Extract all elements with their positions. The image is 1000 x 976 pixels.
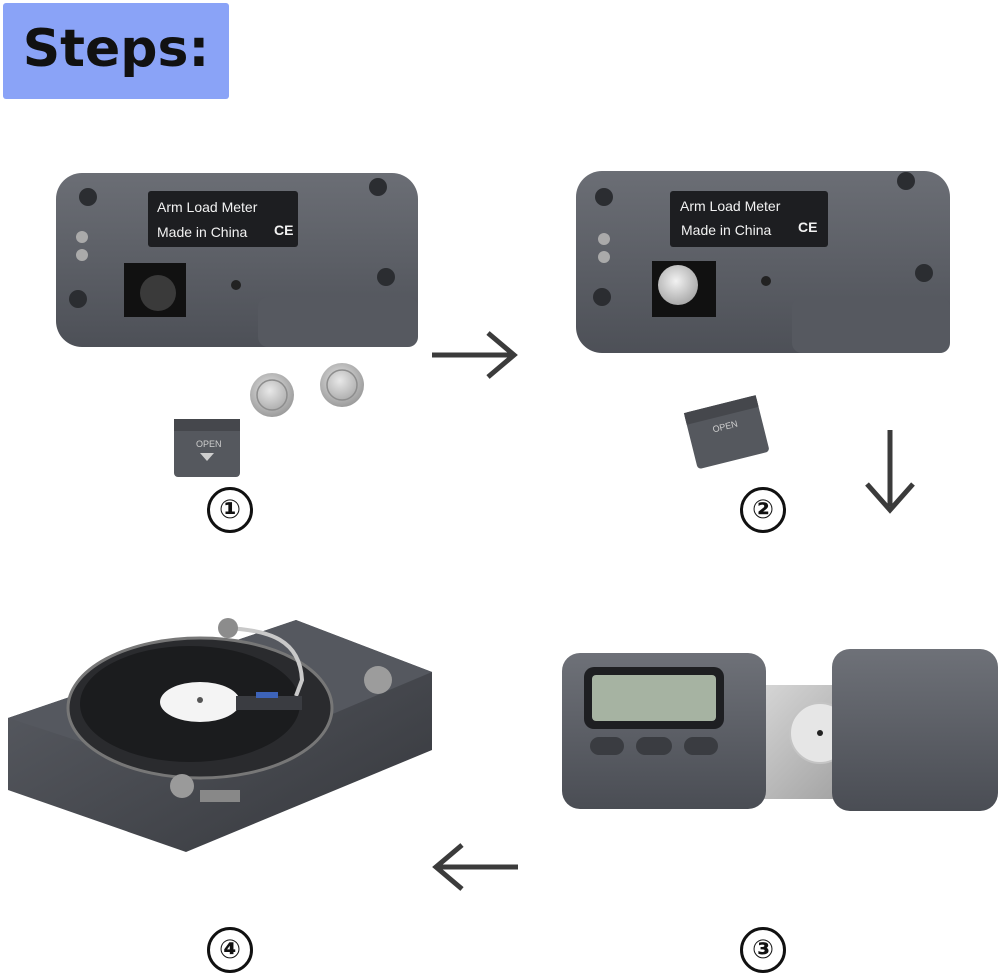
step-1-image: OPEN xyxy=(56,173,418,477)
step-number-2: ② xyxy=(740,487,786,533)
ce-mark: CE xyxy=(798,219,818,235)
page-title: Steps: xyxy=(22,19,210,79)
scale-lid xyxy=(832,649,998,811)
device-label-line2: Made in China xyxy=(157,224,248,240)
step-2-image: OPEN xyxy=(576,171,950,469)
device-label-line1: Arm Load Meter xyxy=(157,199,258,215)
step-3-image xyxy=(562,649,998,811)
step-number-1: ① xyxy=(207,487,253,533)
steps-banner xyxy=(3,3,229,99)
tonearm xyxy=(225,626,305,697)
battery-coin xyxy=(658,265,698,305)
device-label-line1: Arm Load Meter xyxy=(680,198,781,214)
arrow-left-icon xyxy=(430,842,520,892)
scale-button xyxy=(636,737,672,755)
device-label-plate xyxy=(670,191,828,247)
arrow-down-icon xyxy=(863,428,917,514)
step-number-4: ④ xyxy=(207,927,253,973)
svg-text:OPEN: OPEN xyxy=(196,439,222,449)
battery-cover xyxy=(174,419,240,477)
scale-button xyxy=(684,737,718,755)
ce-mark: CE xyxy=(274,222,294,238)
device-label-line2: Made in China xyxy=(681,222,772,238)
device-label-plate xyxy=(148,191,298,247)
arrow-right-icon xyxy=(430,330,520,380)
scale-button xyxy=(590,737,624,755)
step-4-image xyxy=(8,618,432,852)
step-number-3: ③ xyxy=(740,927,786,973)
